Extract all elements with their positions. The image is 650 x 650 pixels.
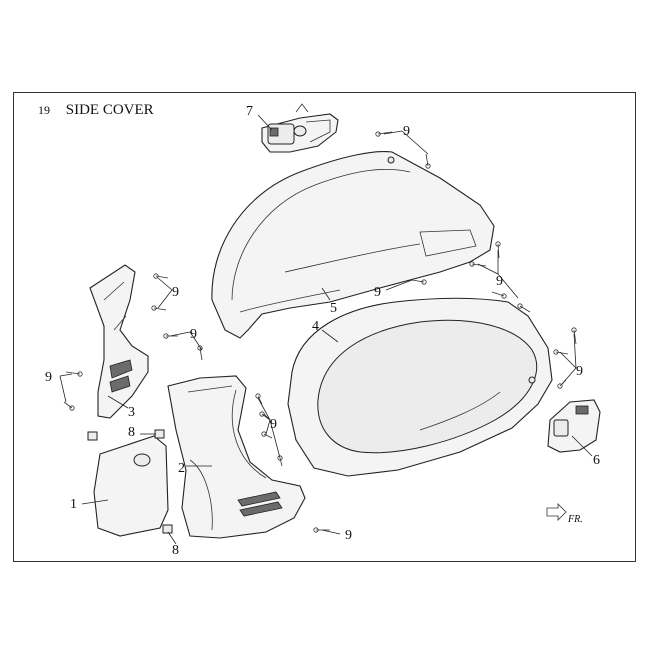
callout-part-9-top: 9 bbox=[403, 124, 410, 139]
part-4-main-side-cover bbox=[287, 297, 553, 477]
callout-part-5: 5 bbox=[330, 301, 337, 316]
leader-lines bbox=[59, 114, 593, 545]
diagram-frame bbox=[13, 92, 636, 562]
callout-part-9-rear: 9 bbox=[576, 364, 583, 379]
part-1-lid-panel bbox=[93, 435, 169, 537]
callout-part-7: 7 bbox=[246, 104, 253, 119]
callout-part-6: 6 bbox=[593, 453, 600, 468]
callout-labels: 1 2 3 4 5 6 7 8 8 9 9 9 9 9 9 9 9 9 bbox=[45, 104, 600, 558]
section-header: 19 SIDE COVER bbox=[38, 102, 154, 119]
callout-part-9-bracket-lower: 9 bbox=[190, 327, 197, 342]
callout-part-9-bottom: 9 bbox=[345, 528, 352, 543]
callout-part-9-right-upper: 9 bbox=[496, 274, 503, 289]
callout-part-9-center: 9 bbox=[374, 285, 381, 300]
callout-part-1: 1 bbox=[70, 497, 77, 512]
part-2-front-side-panel bbox=[167, 375, 306, 539]
callout-part-2: 2 bbox=[178, 461, 185, 476]
part-8-clips bbox=[87, 429, 173, 534]
front-direction-indicator: FR. bbox=[546, 503, 583, 525]
part-5-upper-cover bbox=[211, 151, 495, 339]
part-3-front-bracket bbox=[89, 264, 149, 419]
part-6-rear-bracket bbox=[547, 399, 601, 453]
callout-part-8-bottom: 8 bbox=[172, 543, 179, 558]
callout-part-3: 3 bbox=[128, 405, 135, 420]
callout-part-9-bracket-upper: 9 bbox=[172, 285, 179, 300]
front-arrow-icon bbox=[546, 503, 567, 521]
section-number: 19 bbox=[38, 103, 50, 117]
callout-part-9-panel: 9 bbox=[270, 417, 277, 432]
section-title: SIDE COVER bbox=[65, 102, 154, 118]
callout-part-9-left: 9 bbox=[45, 370, 52, 385]
callout-part-8-left: 8 bbox=[128, 425, 135, 440]
part-7-latch bbox=[261, 103, 339, 153]
part-9-screws bbox=[63, 131, 577, 533]
front-arrow-label: FR. bbox=[567, 514, 583, 525]
callout-part-4: 4 bbox=[312, 319, 319, 334]
